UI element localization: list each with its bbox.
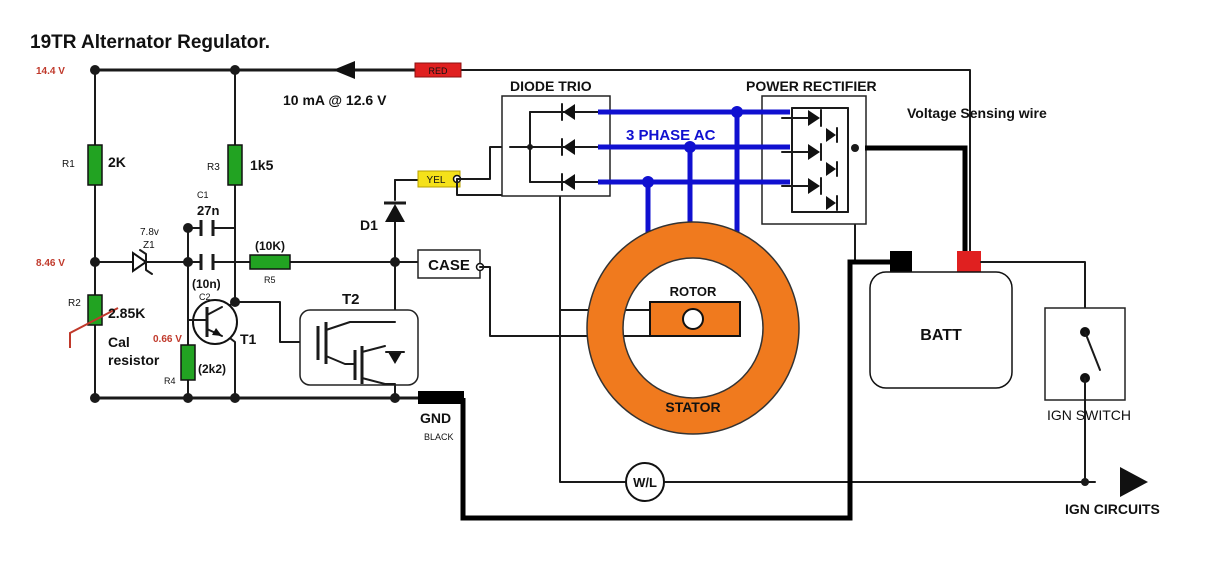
battery: BATT [865, 145, 1086, 389]
yellow-wire-label: YEL [427, 175, 446, 186]
gnd-label: GND [420, 410, 451, 426]
stator: STATOR [586, 221, 800, 435]
gnd-tab: GND BLACK [418, 391, 464, 442]
red-wire-label: RED [428, 66, 448, 76]
rotor: ROTOR [649, 284, 741, 337]
top-voltage-label: 14.4 V [36, 66, 65, 77]
cal-adjust-arrow [69, 307, 119, 348]
ign-switch-label: IGN SWITCH [1047, 407, 1131, 423]
case-label: CASE [428, 257, 470, 274]
power-rectifier: POWER RECTIFIER [746, 78, 877, 225]
ign-circuits-label: IGN CIRCUITS [1065, 501, 1160, 517]
r4-value: (2k2) [198, 362, 226, 376]
z1-ref: Z1 [143, 240, 155, 251]
capacitor-c2: (10n) C2 [192, 254, 221, 302]
diode-d1: D1 [360, 201, 406, 233]
black-label: BLACK [424, 432, 454, 442]
battery-positive-terminal [957, 251, 981, 273]
r3-ref: R3 [207, 162, 220, 173]
resistor-r4: R4 (2k2) [164, 344, 226, 386]
mid-voltage-label: 8.46 V [36, 258, 65, 269]
t1-label: T1 [240, 331, 257, 347]
diode-trio: DIODE TRIO [501, 78, 611, 197]
cal-line1: Cal [108, 334, 130, 350]
c1-ref: C1 [197, 190, 209, 200]
r5-value: (10K) [255, 239, 285, 253]
current-note: 10 mA @ 12.6 V [283, 92, 387, 108]
yellow-wire-tag: YEL [417, 170, 462, 188]
r1-ref: R1 [62, 159, 75, 170]
rotor-label: ROTOR [670, 284, 717, 299]
battery-negative-terminal [890, 251, 912, 273]
t2-label: T2 [342, 291, 360, 308]
ground-return-wire [460, 259, 890, 521]
resistor-r5: (10K) R5 [249, 239, 291, 285]
c1-value: 27n [197, 203, 219, 218]
r5-ref: R5 [264, 275, 276, 285]
r4-ref: R4 [164, 376, 176, 386]
three-phase-label: 3 PHASE AC [626, 127, 716, 144]
transistor-t1: T1 [187, 299, 257, 347]
r3-value: 1k5 [250, 157, 274, 173]
zener-z1: 7.8v Z1 [132, 227, 159, 275]
diode-trio-label: DIODE TRIO [510, 78, 592, 94]
warning-lamp-label: W/L [633, 475, 657, 490]
r1-value: 2K [108, 154, 126, 170]
capacitor-c1: C1 27n [197, 190, 219, 236]
diagram-title: 19TR Alternator Regulator. [30, 32, 270, 53]
transistor-t2: T2 [299, 291, 419, 386]
cal-line2: resistor [108, 352, 160, 368]
c2-value: (10n) [192, 277, 221, 291]
battery-label: BATT [920, 327, 962, 344]
c2-ref: C2 [199, 292, 211, 302]
red-wire-tag: RED [414, 62, 462, 78]
base-voltage-label: 0.66 V [153, 334, 182, 345]
r2-ref: R2 [68, 298, 81, 309]
current-arrow-icon [333, 61, 355, 79]
resistor-r1: R1 2K [62, 144, 126, 186]
top-rail [90, 61, 971, 256]
ign-circuit-arrow-icon [1120, 467, 1148, 497]
d1-label: D1 [360, 217, 378, 233]
resistor-r2: R2 2.85K Cal resistor [68, 294, 160, 368]
voltage-sensing-label: Voltage Sensing wire [907, 105, 1047, 121]
stator-label: STATOR [665, 399, 720, 415]
resistor-r3: R3 1k5 [207, 144, 274, 186]
ignition-switch: IGN SWITCH [1044, 307, 1131, 486]
warning-lamp: W/L [625, 462, 665, 502]
z1-voltage: 7.8v [140, 227, 159, 238]
case-block: CASE [417, 249, 485, 279]
r2-value: 2.85K [108, 305, 145, 321]
power-rectifier-label: POWER RECTIFIER [746, 78, 877, 94]
